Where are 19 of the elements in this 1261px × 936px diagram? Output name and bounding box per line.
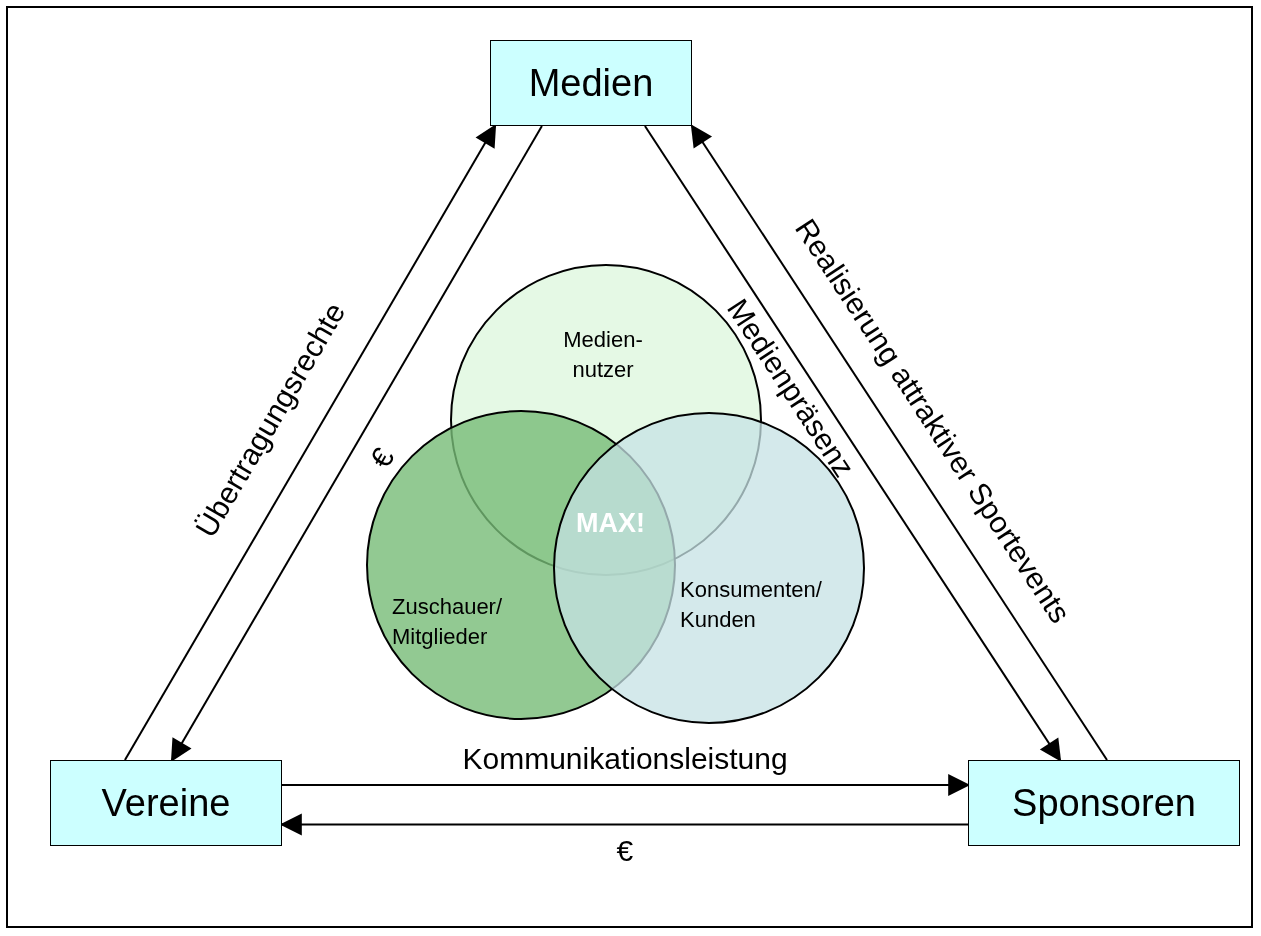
edge-label: € — [363, 442, 402, 474]
arrow — [279, 813, 969, 836]
arrow — [170, 125, 543, 762]
stakeholder-box — [968, 760, 1240, 846]
edge-label: Kommunikationsleistung — [462, 741, 788, 776]
circle-label: Zuschauer/ Mitglieder — [392, 593, 504, 651]
stakeholder-box — [490, 40, 692, 126]
arrow — [690, 124, 1108, 761]
overlap-label: MAX! — [576, 508, 645, 539]
box-label: Medien — [528, 61, 654, 105]
box-label: Sponsoren — [1012, 781, 1196, 825]
box-label: Vereine — [101, 781, 231, 825]
arrow — [281, 773, 971, 796]
edge-label: € — [616, 833, 634, 868]
circle-label: Medien- nutzer — [562, 326, 644, 384]
arrow — [643, 125, 1062, 762]
circle-label: Konsumenten/ Kunden — [680, 576, 823, 634]
stakeholder-box — [50, 760, 282, 846]
arrow — [123, 124, 497, 761]
